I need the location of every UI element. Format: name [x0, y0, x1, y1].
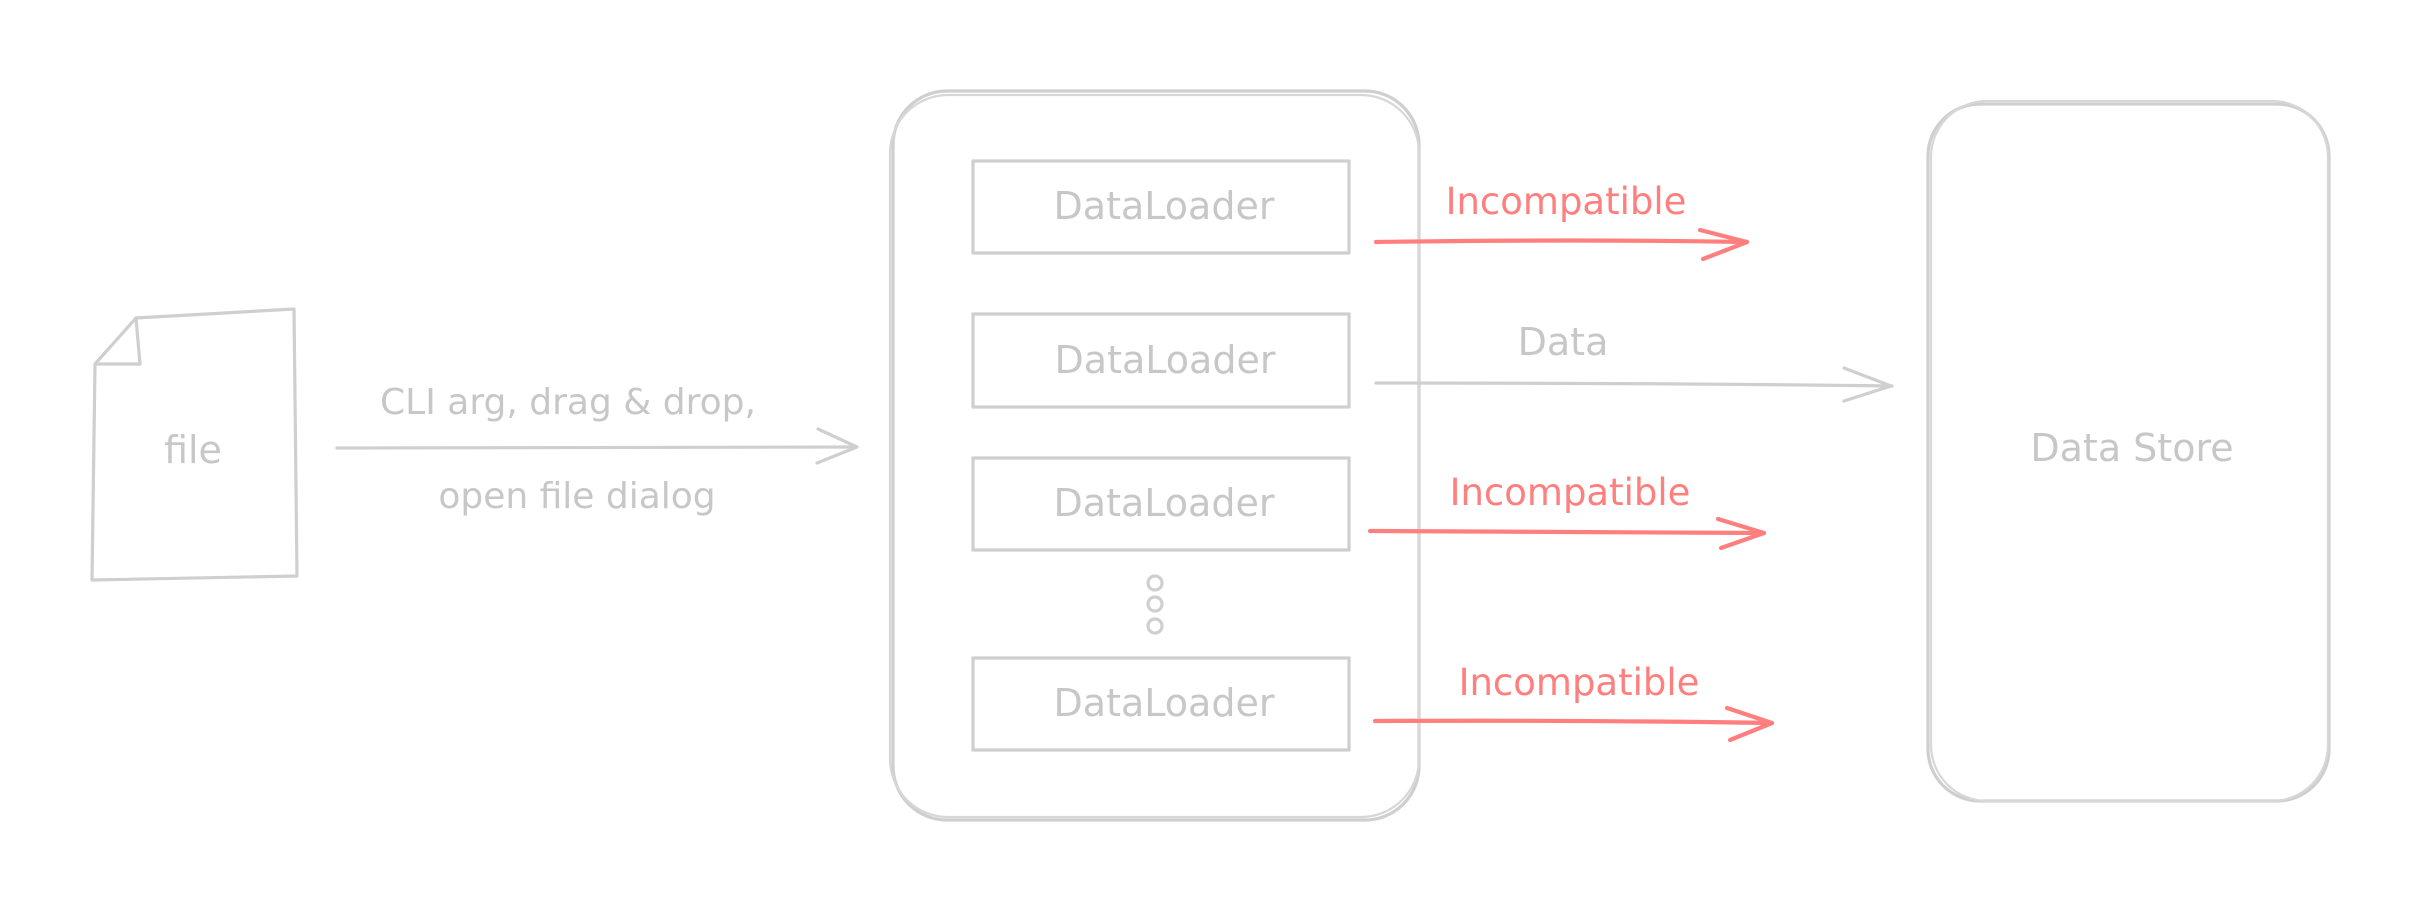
- file-corner-fold: [93, 316, 142, 366]
- ellipsis-dots: [1146, 574, 1164, 635]
- data-store-outline-sketch: [1929, 99, 2330, 803]
- dataloader-box-3: DataLoader: [971, 456, 1351, 552]
- incompatible-arrow-2: Incompatible: [1367, 471, 1767, 551]
- dataloader-box-4-outline: [971, 656, 1351, 752]
- file-outline: [90, 307, 299, 582]
- input-arrow-head: [815, 427, 859, 465]
- incompatible-arrow-1-line: [1373, 238, 1750, 245]
- incompatible-arrow-1: Incompatible: [1373, 180, 1750, 262]
- dataloader-box-3-label: DataLoader: [1054, 481, 1275, 525]
- input-arrow: CLI arg, drag & drop, open file dialog: [335, 382, 859, 517]
- data-store-label: Data Store: [2030, 426, 2233, 470]
- dataloader-box-4: DataLoader: [971, 656, 1351, 752]
- ellipsis-dot-2: [1146, 595, 1164, 613]
- dataloader-container-outline-sketch: [888, 93, 1421, 819]
- data-arrow-head: [1842, 366, 1893, 403]
- incompatible-arrow-2-line: [1367, 528, 1767, 536]
- incompatible-arrow-3-line: [1372, 718, 1775, 726]
- dataloader-box-2-outline: [971, 312, 1351, 409]
- dataloader-box-3-outline: [971, 456, 1351, 552]
- incompatible-label-3: Incompatible: [1459, 661, 1700, 704]
- file-label: file: [164, 428, 222, 472]
- input-arrow-line: [335, 445, 857, 450]
- input-label-line1: CLI arg, drag & drop,: [380, 382, 756, 423]
- dataloader-box-1-label: DataLoader: [1054, 184, 1275, 228]
- data-store-node: Data Store: [1926, 99, 2331, 803]
- dataloader-box-1-outline: [971, 159, 1351, 255]
- ellipsis-dot-1: [1146, 574, 1164, 592]
- incompatible-arrow-3: Incompatible: [1372, 661, 1775, 743]
- dataloader-box-2: DataLoader: [971, 312, 1351, 409]
- incompatible-arrow-2-head: [1715, 516, 1767, 551]
- dataloader-container: DataLoader DataLoader DataLoader DataLoa…: [888, 89, 1421, 822]
- input-label-line2: open file dialog: [438, 476, 715, 517]
- incompatible-label-2: Incompatible: [1450, 471, 1691, 514]
- incompatible-arrow-1-head: [1697, 227, 1750, 262]
- data-arrow: Data: [1374, 320, 1894, 403]
- incompatible-arrow-3-head: [1724, 705, 1775, 743]
- dataloader-box-1: DataLoader: [971, 159, 1351, 255]
- file-node: file: [90, 307, 299, 582]
- incompatible-label-1: Incompatible: [1446, 180, 1687, 223]
- data-label: Data: [1518, 320, 1609, 364]
- ellipsis-dot-3: [1146, 617, 1164, 635]
- dataloader-box-2-label: DataLoader: [1055, 338, 1276, 382]
- dataloader-box-4-label: DataLoader: [1054, 681, 1275, 725]
- data-arrow-line: [1374, 381, 1894, 388]
